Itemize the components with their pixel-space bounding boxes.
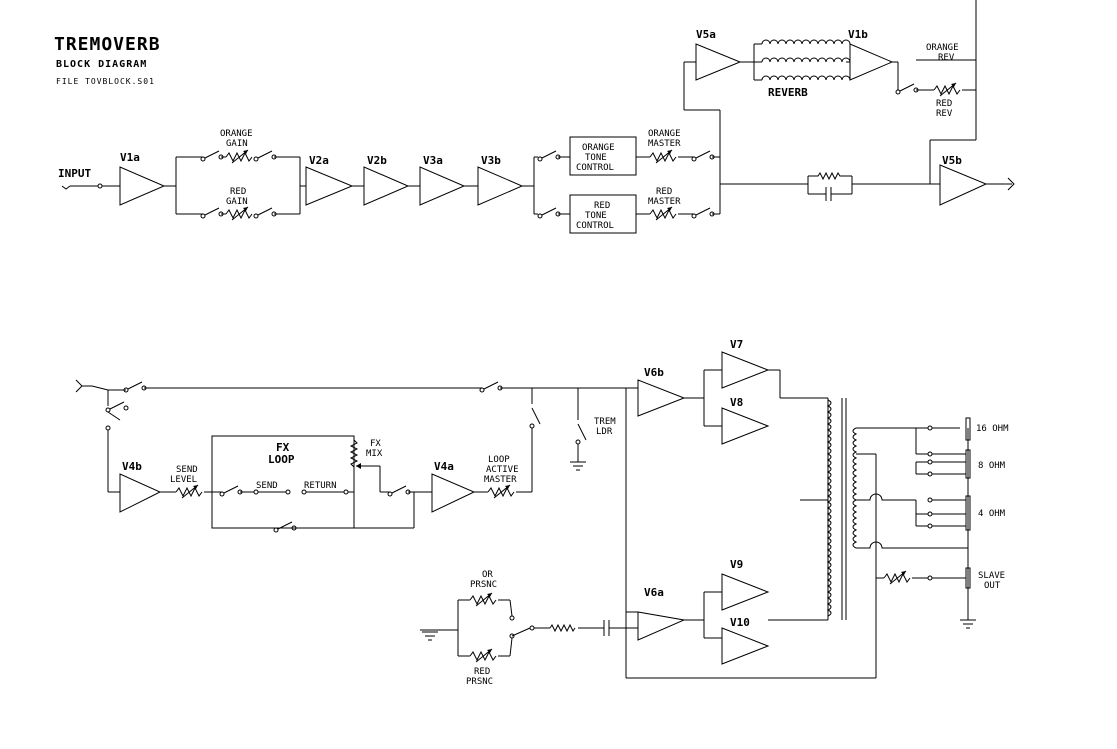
orange-gain-label-2: GAIN: [226, 139, 248, 149]
jack-slave-out: [965, 567, 971, 589]
diagram-title: TREMOVERB: [54, 34, 161, 55]
file-name: FILE TOVBLOCK.S01: [56, 77, 155, 86]
ohm8-label: 8 OHM: [978, 461, 1006, 471]
amp-v1a: [119, 166, 166, 206]
tube-v4a: V4a: [434, 460, 454, 473]
tube-v8: V8: [730, 396, 743, 409]
orange-rev-label-1: ORANGE: [926, 43, 959, 53]
ohm16-label: 16 OHM: [976, 424, 1009, 434]
tube-v2b: V2b: [367, 154, 387, 167]
tube-v10: V10: [730, 616, 750, 629]
tube-v5a: V5a: [696, 28, 716, 41]
amp-v6b: [637, 379, 686, 417]
red-rev-label-2: REV: [936, 109, 953, 119]
tube-v2a: V2a: [309, 154, 329, 167]
tube-v6a: V6a: [644, 586, 664, 599]
amp-v6a: [637, 611, 686, 641]
tube-v7: V7: [730, 338, 743, 351]
amp-v5a: [695, 43, 742, 81]
preamp-chain: INPUT V1a ORANGE GAIN RED GAIN V2a V2b: [58, 0, 1015, 234]
orange-tone-label-3: CONTROL: [576, 163, 614, 173]
or-prsnc-label-2: PRSNC: [470, 580, 497, 590]
amp-v4b: [119, 473, 162, 513]
red-gain-label-2: GAIN: [226, 197, 248, 207]
red-tone-label-3: CONTROL: [576, 221, 614, 231]
fx-mix-label-1: FX: [370, 439, 381, 449]
loop-active-master-label-1: LOOP: [488, 455, 510, 465]
power-section: V4b SEND LEVEL FX LOOP SEND RETURN FX MI…: [75, 338, 1009, 687]
orange-master-label-2: MASTER: [648, 139, 681, 149]
tube-v1b: V1b: [848, 28, 868, 41]
amp-v3a: [419, 166, 466, 206]
fx-loop-label-2: LOOP: [268, 453, 295, 466]
tube-v3b: V3b: [481, 154, 501, 167]
amp-v7: [721, 351, 770, 389]
reverb-label: REVERB: [768, 86, 808, 99]
orange-master-label-1: ORANGE: [648, 129, 681, 139]
red-rev-label-1: RED: [936, 99, 952, 109]
send-level-label-1: SEND: [176, 465, 198, 475]
diagram-subtitle: BLOCK DIAGRAM: [56, 59, 147, 70]
amp-v3b: [477, 166, 524, 206]
orange-rev-label-2: REV: [938, 53, 955, 63]
amp-v5b: [939, 164, 988, 206]
red-gain-label-1: RED: [230, 187, 246, 197]
red-prsnc-label-1: RED: [474, 667, 490, 677]
fx-mix-label-2: MIX: [366, 449, 383, 459]
amp-v2b: [363, 166, 410, 206]
slave-out-label-2: OUT: [984, 581, 1001, 591]
trem-ldr-label-1: TREM: [594, 417, 616, 427]
amp-v8: [721, 407, 770, 445]
tube-v1a: V1a: [120, 151, 140, 164]
slave-out-label-1: SLAVE: [978, 571, 1005, 581]
tube-v5b: V5b: [942, 154, 962, 167]
trem-ldr-label-2: LDR: [596, 427, 613, 437]
amp-v1b: [849, 43, 894, 81]
amp-v9: [721, 573, 770, 611]
orange-tone-label-2: TONE: [585, 153, 607, 163]
red-master-label-2: MASTER: [648, 197, 681, 207]
loop-active-master-label-2: ACTIVE: [486, 465, 519, 475]
red-tone-label-1: RED: [594, 201, 610, 211]
loop-active-master-label-3: MASTER: [484, 475, 517, 485]
or-prsnc-label-1: OR: [482, 570, 493, 580]
fx-loop-label-1: FX: [276, 441, 290, 454]
input-label: INPUT: [58, 167, 91, 180]
orange-tone-control-box: [569, 136, 637, 176]
red-prsnc-label-2: PRSNC: [466, 677, 493, 687]
tube-v6b: V6b: [644, 366, 664, 379]
header: TREMOVERB BLOCK DIAGRAM FILE TOVBLOCK.S0…: [54, 34, 161, 86]
send-label: SEND: [256, 481, 278, 491]
amp-v10: [721, 627, 770, 665]
return-label: RETURN: [304, 481, 337, 491]
tube-v4b: V4b: [122, 460, 142, 473]
red-tone-label-2: TONE: [585, 211, 607, 221]
orange-gain-label-1: ORANGE: [220, 129, 253, 139]
amp-v2a: [305, 166, 354, 206]
red-master-label-1: RED: [656, 187, 672, 197]
ohm4-label: 4 OHM: [978, 509, 1006, 519]
tube-v3a: V3a: [423, 154, 443, 167]
fx-loop-box: [211, 435, 355, 529]
tube-v9: V9: [730, 558, 743, 571]
amp-v4a: [431, 473, 476, 513]
orange-tone-label-1: ORANGE: [582, 143, 615, 153]
send-level-label-2: LEVEL: [170, 475, 197, 485]
